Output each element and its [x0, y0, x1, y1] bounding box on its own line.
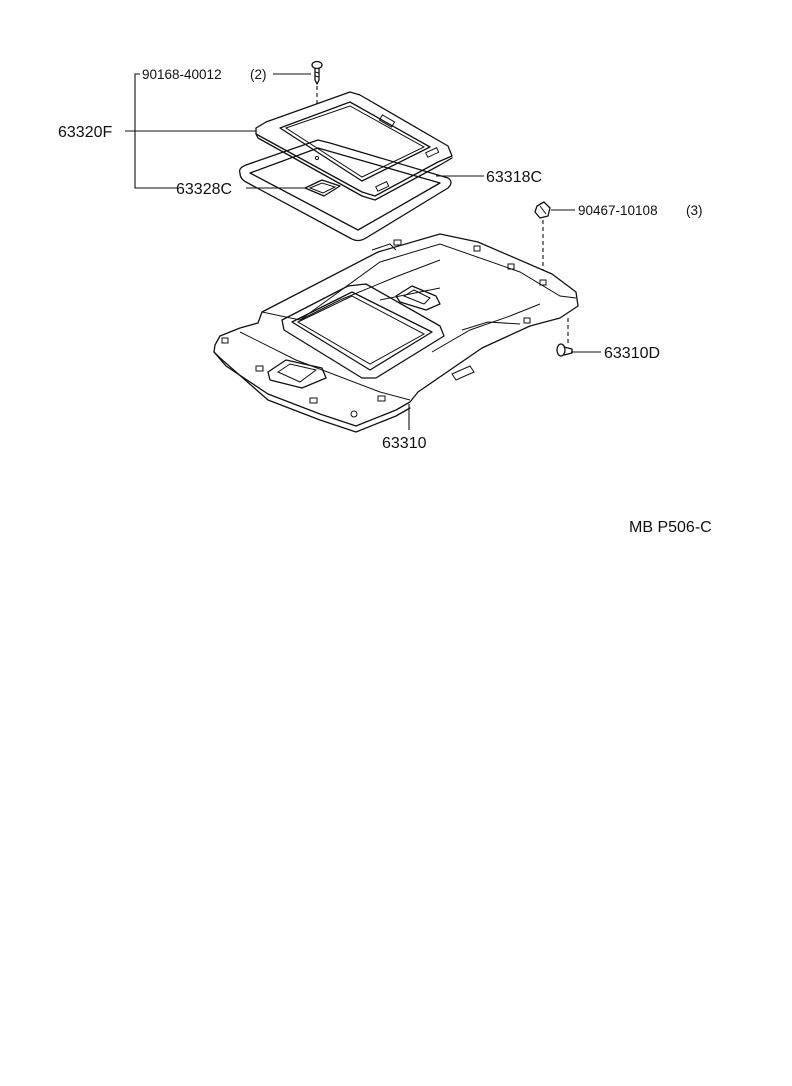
- label-sunshade-handle: 63328C: [176, 181, 232, 198]
- label-clip-lower: 63310D: [604, 345, 660, 362]
- label-headliner: 63310: [382, 435, 427, 452]
- label-clip: 90467-10108: [578, 203, 658, 218]
- label-clip-qty: (3): [686, 203, 703, 218]
- label-weatherstrip: 63318C: [486, 169, 542, 186]
- sunshade-handle-part: [304, 179, 341, 197]
- headliner-part: [213, 233, 579, 433]
- label-sunshade-frame: 63320F: [58, 124, 112, 141]
- label-screw-qty: (2): [250, 67, 267, 82]
- weatherstrip-part: [238, 139, 484, 242]
- drawing-code: MB P506-C: [629, 519, 712, 536]
- label-screw: 90168-40012: [142, 67, 222, 82]
- sunshade-frame-part: [255, 91, 453, 201]
- clip-lower-part: [556, 318, 601, 357]
